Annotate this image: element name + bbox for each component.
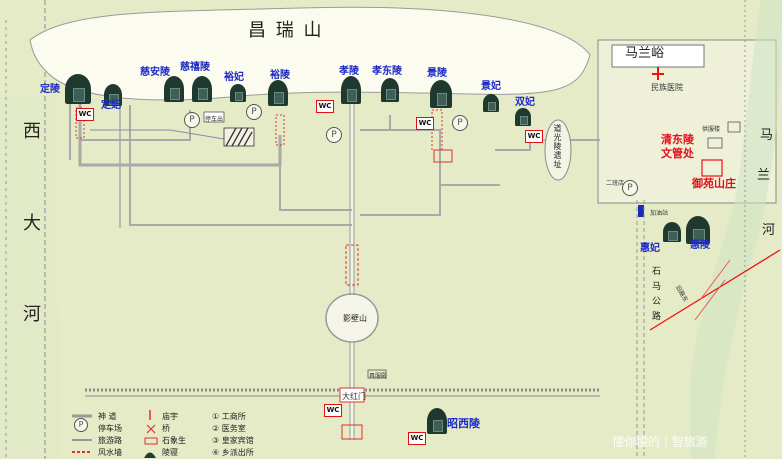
tomb-mound-jingling[interactable] [430, 80, 452, 108]
tomb-label-cixi[interactable]: 慈禧陵 [180, 62, 210, 73]
parking-yufei[interactable]: P [246, 104, 262, 120]
tomb-courtyard-icon [198, 87, 208, 101]
legend-parking-icon: P [74, 418, 88, 432]
tomb-courtyard-icon [72, 87, 86, 102]
tomb-courtyard-icon [487, 102, 497, 112]
hospital-label: 民族医院 [651, 83, 683, 92]
tomb-mound-yufei[interactable] [230, 84, 246, 102]
malanyu-label: 马兰峪 [625, 46, 665, 61]
tomb-label-yufei[interactable]: 裕妃 [224, 72, 244, 83]
mountain-name: 昌 瑞 山 [248, 20, 324, 41]
malan-river-char-3: 河 [762, 223, 776, 238]
tomb-mound-huiling[interactable] [686, 216, 710, 244]
tomb-label-dingfei[interactable]: 定妃 [101, 100, 121, 111]
tomb-label-huifei[interactable]: 惠妃 [640, 243, 660, 254]
legend-shendao: 神 道 [98, 412, 117, 421]
gas-station-label: 加油站 [650, 210, 669, 217]
wc-xiaoling[interactable]: WC [316, 100, 334, 113]
tomb-mound-shuangfei[interactable] [515, 108, 531, 126]
legend-n2: ② 医务室 [212, 424, 246, 433]
tomb-mound-xiaoling[interactable] [341, 76, 361, 104]
legend-n1: ① 工商所 [212, 412, 246, 421]
legend-tingchechang: 停车场 [98, 424, 122, 433]
wc-dingling[interactable]: WC [76, 108, 94, 121]
tomb-mound-yuling[interactable] [268, 80, 288, 106]
parking-jingling[interactable]: P [452, 115, 468, 131]
malan-river-char-1: 马 [760, 128, 774, 143]
tomb-label-zhaoxiling[interactable]: 昭西陵 [447, 417, 480, 430]
tomb-mound-cian[interactable] [164, 76, 184, 102]
tomb-mound-huifei[interactable] [663, 222, 681, 242]
service-building-label: 供服楼 [702, 126, 721, 133]
tomb-mound-jingfei[interactable] [483, 94, 499, 112]
tomb-courtyard-icon [668, 231, 678, 241]
tomb-mound-dingfei[interactable] [104, 84, 122, 106]
erbandian-label: 二班店 [606, 180, 625, 187]
river-char-3: 河 [23, 304, 41, 325]
legend-shixiangsheng: 石象生 [162, 436, 186, 445]
yingbishan-label: 影壁山 [343, 314, 367, 323]
tomb-courtyard-icon [170, 87, 180, 101]
admin-office-line2[interactable]: 文管处 [661, 147, 694, 160]
legend-lingqin: 陵寝 [162, 448, 178, 457]
tomb-courtyard-icon [274, 91, 284, 105]
wc-zhaoxiling[interactable]: WC [408, 432, 426, 445]
admin-office-line1[interactable]: 清东陵 [661, 133, 694, 146]
tomb-mound-zhaoxiling[interactable] [427, 408, 447, 434]
tomb-label-cian[interactable]: 慈安陵 [140, 67, 170, 78]
tomb-label-huiling[interactable]: 惠陵 [690, 240, 710, 251]
tomb-label-jingfei[interactable]: 景妃 [481, 81, 501, 92]
legend-qiao: 桥 [162, 424, 170, 433]
tomb-mound-dingling[interactable] [65, 74, 91, 104]
wc-jingling[interactable]: WC [416, 117, 434, 130]
tomb-courtyard-icon [109, 93, 119, 105]
wc-dahongmen[interactable]: WC [324, 404, 342, 417]
parking-exit-label: 停车出 [205, 116, 224, 123]
parking-cixi[interactable]: P [184, 112, 200, 128]
shima-road-label: 石马公路 [652, 267, 662, 322]
tomb-courtyard-icon [436, 92, 448, 106]
tomb-courtyard-icon [234, 92, 244, 102]
tomb-label-xiaoling[interactable]: 孝陵 [339, 66, 359, 77]
legend-lvyoulu: 旅游路 [98, 436, 122, 445]
tomb-courtyard-icon [347, 88, 357, 102]
watermark: 懂你懂的 | 智旅游 [612, 435, 708, 449]
legend-n4: ④ 乡派出所 [212, 448, 254, 457]
tomb-courtyard-icon [386, 88, 396, 101]
tomb-label-yuling[interactable]: 裕陵 [270, 70, 290, 81]
river-char-1: 西 [23, 121, 41, 142]
tomb-mound-cixi[interactable] [192, 76, 212, 102]
tomb-label-shuangfei[interactable]: 双妃 [515, 97, 535, 108]
malan-river-char-2: 兰 [757, 168, 771, 183]
parking-xiaoling[interactable]: P [326, 127, 342, 143]
tomb-courtyard-icon [433, 419, 443, 433]
tomb-label-jingling[interactable]: 景陵 [427, 68, 447, 79]
tomb-courtyard-icon [519, 116, 529, 126]
tomb-courtyard-icon [693, 228, 705, 242]
river-char-2: 大 [23, 213, 41, 234]
legend-miaoyu: 庙宇 [162, 412, 178, 421]
tomb-label-dingling[interactable]: 定陵 [40, 84, 60, 95]
legend-n3: ③ 皇家宾馆 [212, 436, 254, 445]
legend-fengshuiqiang: 风水墙 [98, 448, 122, 457]
jufudian-label: 具服殿 [369, 373, 388, 380]
wc-shuangfei[interactable]: WC [525, 130, 543, 143]
dahongmen-label[interactable]: 大红门 [342, 392, 366, 401]
parking-erbandian[interactable]: P [622, 180, 638, 196]
yuyuan-resort-label[interactable]: 御苑山庄 [692, 177, 736, 190]
daoguang-ruins-label: 道光陵遗址 [553, 124, 562, 169]
tomb-mound-xiaodongling[interactable] [381, 78, 399, 102]
tomb-label-xiaodongling[interactable]: 孝东陵 [372, 66, 402, 77]
